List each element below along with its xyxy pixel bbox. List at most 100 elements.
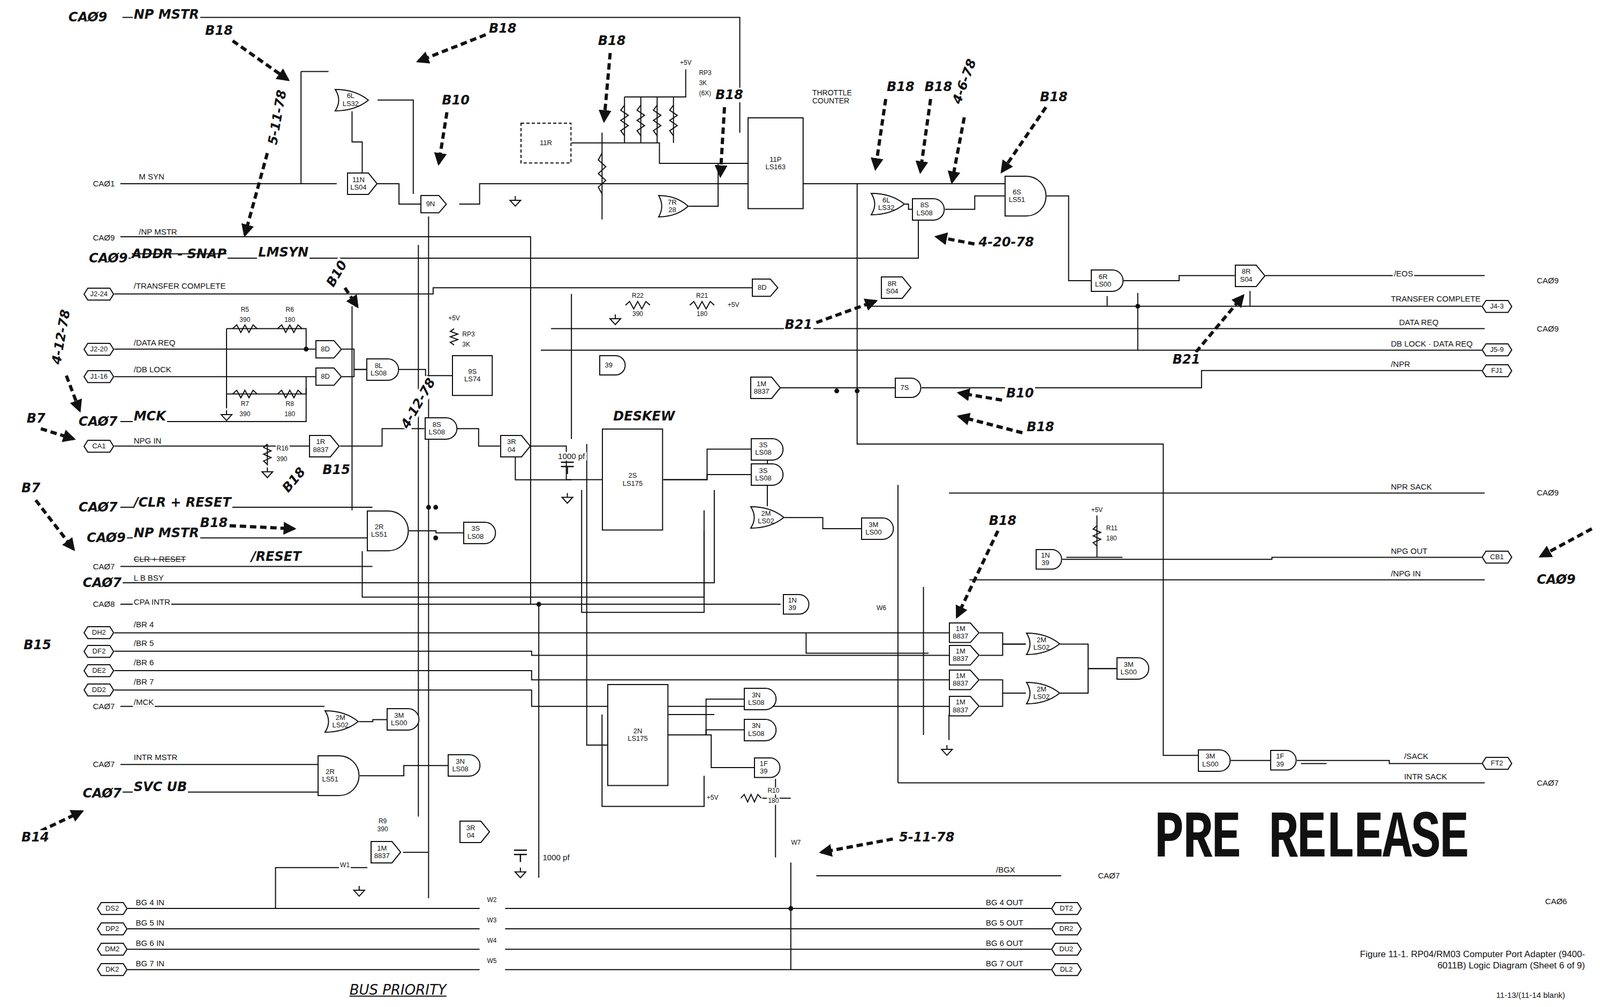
part-label: 3S [471,524,480,533]
revision-note: B15 [22,637,53,652]
wire [668,713,715,715]
signal-label: 180 [695,310,709,318]
wire [403,851,429,853]
part-label: 1F [1276,752,1285,760]
resistor-symbol [263,443,271,465]
part-label: FT2 [1490,759,1504,767]
revision-note: CAØ7 [81,785,123,800]
signal-label: CAØ7 [1097,871,1122,881]
part-label: LS51 [1008,195,1025,204]
connector-box: DD2 [83,683,115,697]
outline-path [463,522,496,544]
signal-label: CAØ9 [1535,323,1560,334]
wire [127,927,480,930]
connector-box: DS2 [96,901,128,915]
connector-box: DE2 [83,663,115,677]
and-gate: 3MLS00 [1197,749,1231,772]
signal-label: BG 4 OUT [984,897,1025,907]
signal-label: BUS PRIORITY [348,982,448,998]
or-gate: 2MLS02 [1025,681,1061,705]
outline-path [1051,902,1082,915]
signal-label: 1000 pf [540,852,572,862]
revision-arrow [229,525,294,529]
outline-path [84,626,114,639]
part-label: CA1 [92,442,106,450]
part-label: DU2 [1059,945,1074,953]
signal-label: W6 [875,604,888,612]
wire-connector [1230,759,1271,761]
signal-label: /BGX [994,864,1017,874]
signal-label: CAØ1 [92,179,117,189]
signal-label: /BR 7 [132,677,156,687]
wire-connector [1062,556,1482,560]
wire [551,328,1485,330]
revision-note: B18 [1025,419,1056,434]
wire [1137,292,1139,351]
junction-dot [536,601,542,607]
signal-label: CAØ6 [1544,896,1569,906]
signal-label: /BR 5 [132,638,156,648]
or-gate: 2MLS02 [324,710,359,733]
outline-path [97,963,127,976]
wire-connector [663,448,752,480]
signal-label: 390 [631,310,645,318]
outline-path [1198,749,1230,772]
buffer-gate: 8D [315,367,343,386]
signal-label: /SACK [1402,751,1430,761]
part-label: LS163 [765,163,786,171]
outline-path [602,428,663,531]
wire-connector [1060,643,1117,669]
connector-box: DF2 [83,644,115,658]
and-gate: 1F39 [753,757,781,779]
signal-label: /NPR [1389,359,1411,369]
ground-symbol [515,867,526,878]
connector-box: J2-24 [83,287,115,301]
wire-connector [114,375,315,377]
signal-label: RP3 [461,330,476,338]
part-label: DP2 [105,924,119,933]
junction-dot [426,504,432,510]
part-label: 3S [759,466,768,475]
revision-note: B15 [321,462,352,477]
and-gate: 39 [599,355,626,376]
part-label: LS08 [916,209,933,217]
outline-path [949,645,979,666]
resistor-symbol [625,301,651,309]
revision-arrow [821,838,893,852]
signal-label: /NP MSTR [137,227,178,237]
signal-label: R21 [695,292,709,300]
part-label: DT2 [1059,904,1074,912]
outline-path [452,355,493,396]
junction-dot [854,388,860,394]
signal-label: W1 [338,861,351,869]
signal-label: (6X) [697,90,713,98]
wire [867,305,1482,307]
revision-note: B18 [923,79,954,94]
buffer-gate: 8RS04 [880,276,912,299]
outline-path [949,696,979,716]
wire [377,100,414,194]
revision-note: CAØ9 [85,530,127,545]
part-label: S04 [1240,275,1253,284]
and-gate: 2RLS51 [366,510,409,552]
signal-label: BG 5 OUT [984,917,1025,927]
outline-path [949,622,979,643]
wire-connector [114,631,949,633]
part-label: 8837 [952,632,969,640]
part-label: 3S [759,441,768,449]
and-gate: 3NLS08 [447,753,481,777]
wire [504,927,1052,930]
revision-note: B18 [885,79,916,94]
wire [300,70,329,72]
part-label: J1-16 [90,372,109,381]
wire [897,782,1485,784]
revision-note: /CLR + RESET [132,494,233,509]
signal-label: +5V [447,314,462,322]
wire-connector [341,349,367,370]
part-label: 8R [1241,267,1251,276]
buffer-gate: 1M8837 [948,695,980,717]
and-gate: 3NLS08 [743,687,777,711]
resistor-symbol [689,301,715,309]
part-label: 2M [335,713,346,722]
